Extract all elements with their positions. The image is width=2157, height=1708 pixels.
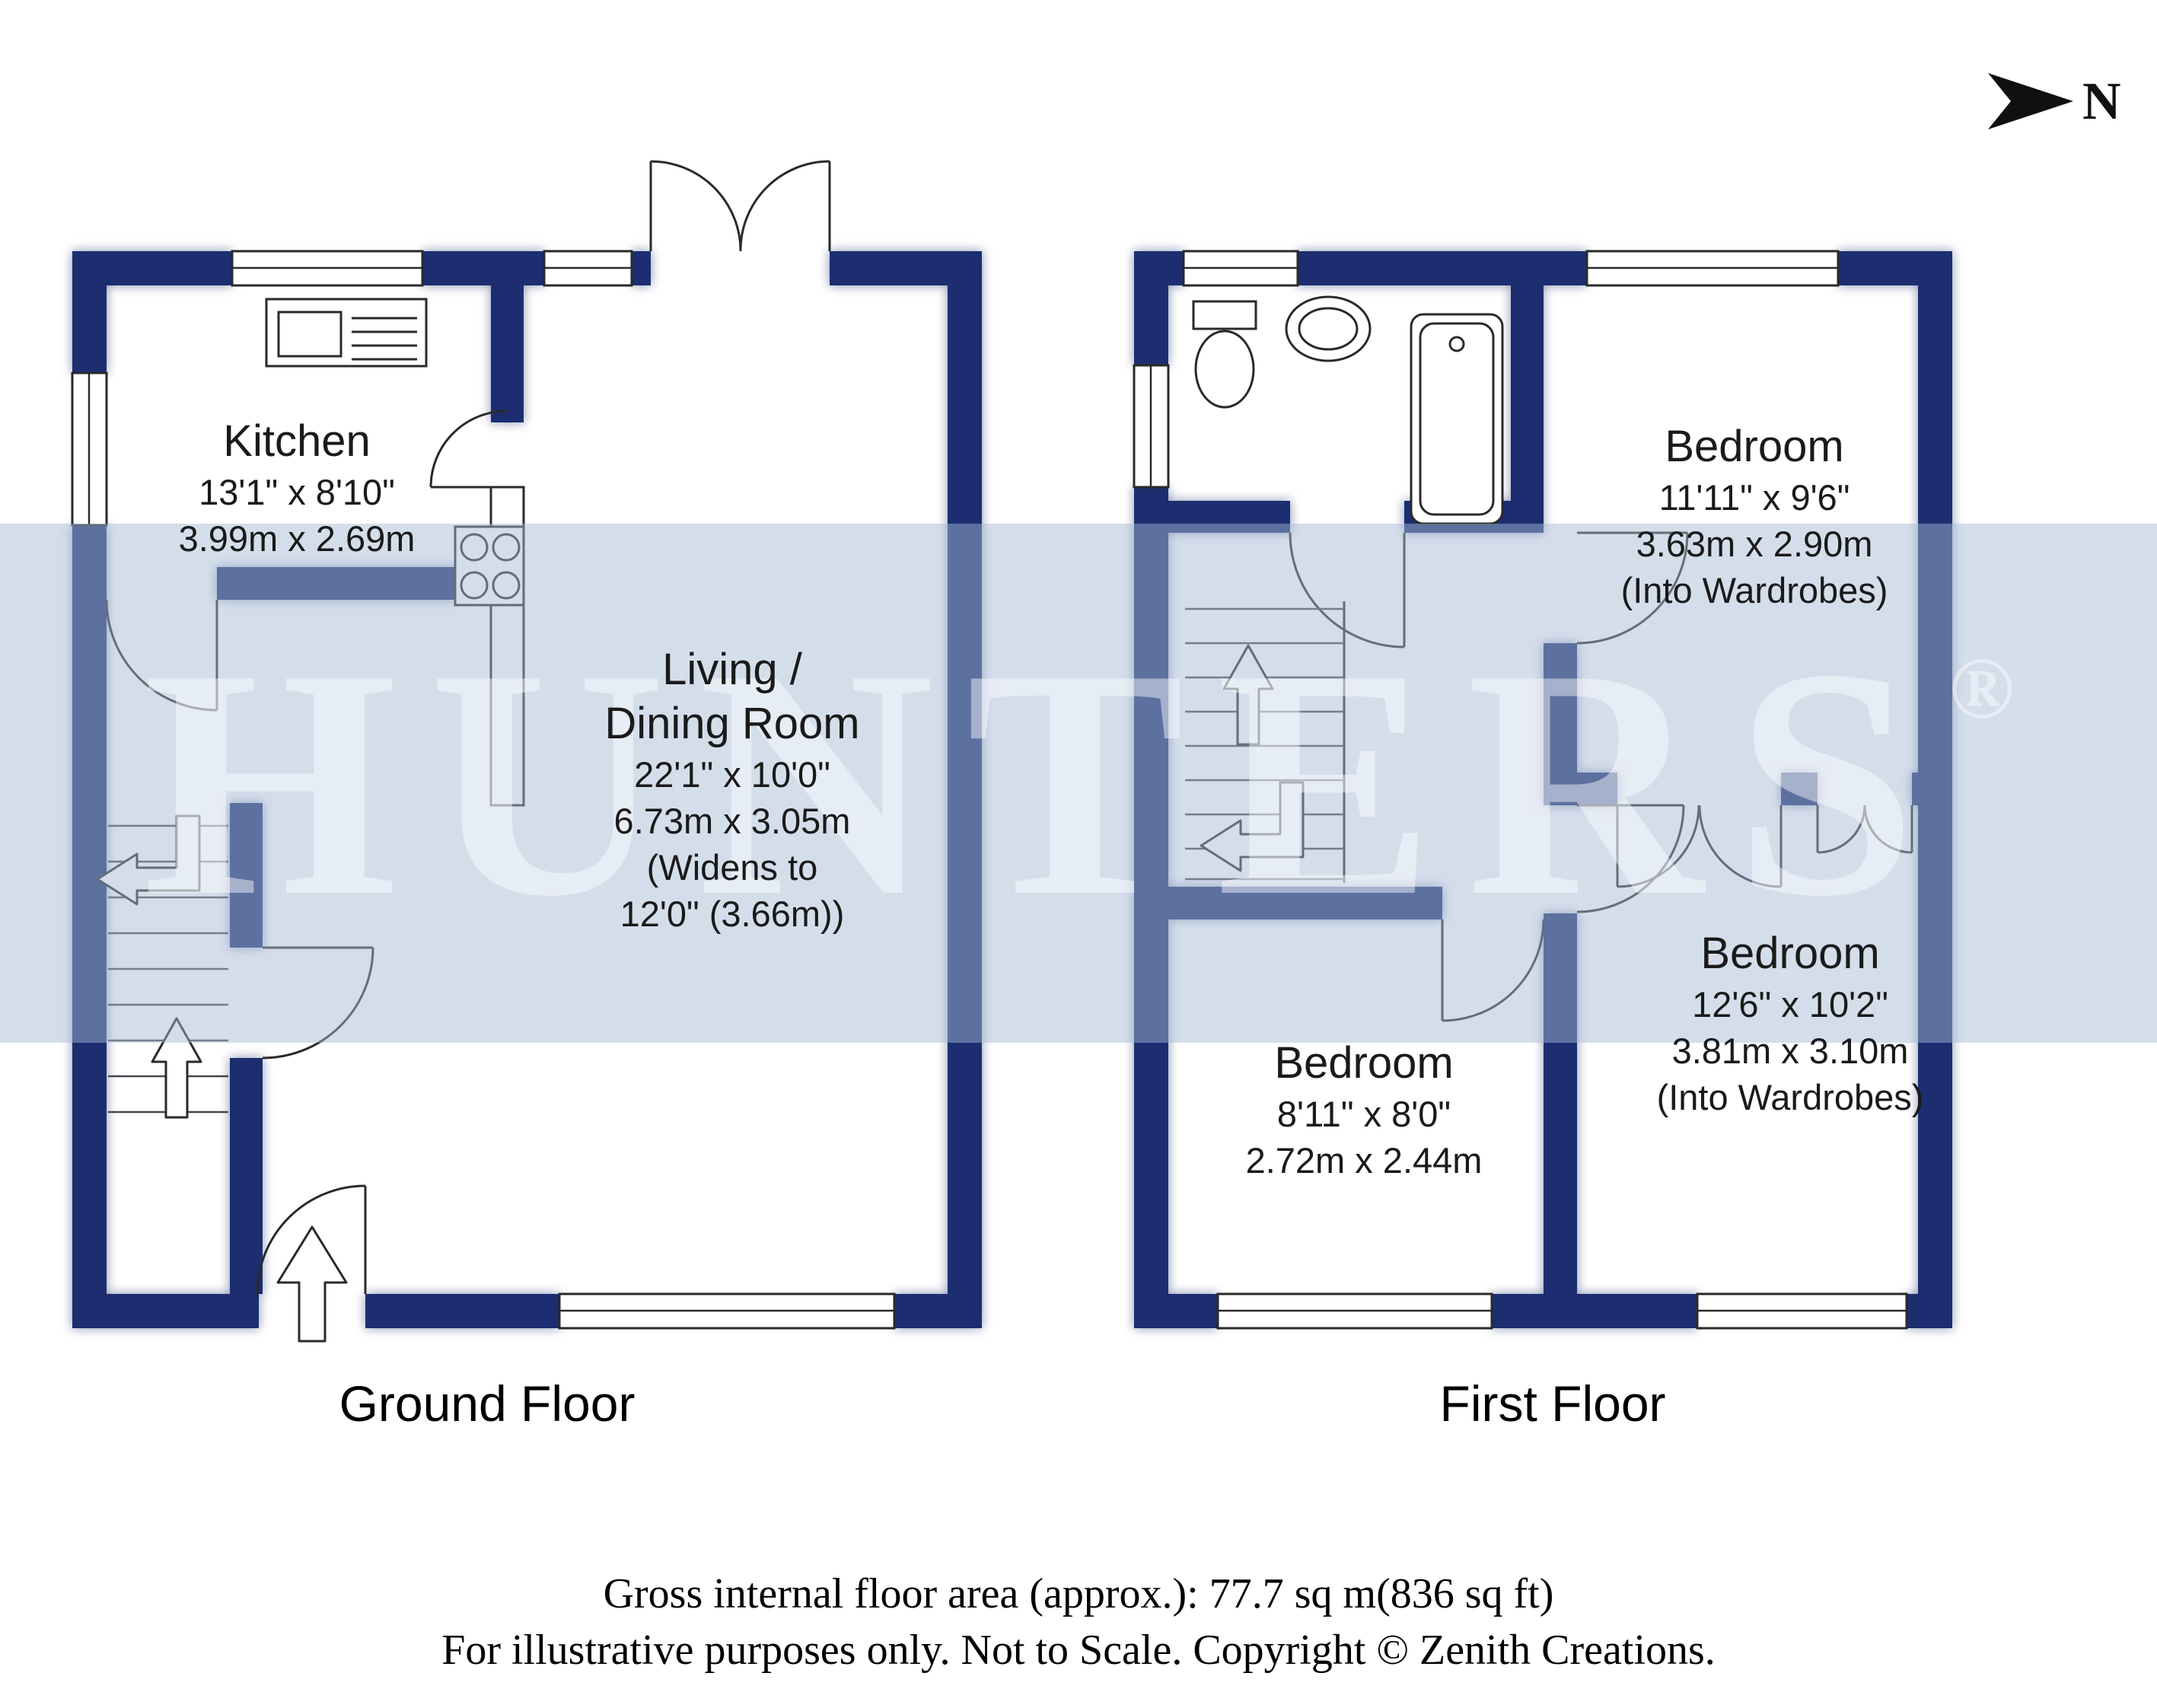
bedroom-right-imperial: 12'6" x 10'2" bbox=[1692, 983, 1888, 1024]
kitchen-name: Kitchen bbox=[223, 416, 371, 466]
footer: Gross internal floor area (approx.): 77.… bbox=[0, 1566, 2157, 1679]
bedroom-top-label: Bedroom 11'11" x 9'6" 3.63m x 2.90m (Int… bbox=[1621, 420, 1888, 613]
living-widens-line1: (Widens to bbox=[646, 846, 818, 887]
ground-doors bbox=[105, 160, 831, 1295]
stairs-turn-arrow-icon bbox=[96, 814, 201, 906]
ground-floor-caption: Ground Floor bbox=[339, 1375, 636, 1432]
first-walls bbox=[1134, 251, 1952, 1328]
north-label: N bbox=[2082, 72, 2121, 131]
bedroom-left-metric: 2.72m x 2.44m bbox=[1245, 1139, 1483, 1181]
hob-icon bbox=[454, 525, 525, 607]
living-name-line1: Living / bbox=[662, 645, 802, 694]
first-windows bbox=[1133, 250, 1908, 1330]
first-floor-plan bbox=[1133, 250, 1952, 1330]
ground-windows bbox=[71, 250, 896, 1330]
living-name-line2: Dining Room bbox=[604, 698, 860, 748]
first-doors bbox=[1289, 531, 1689, 1022]
kitchen-imperial: 13'1" x 8'10" bbox=[199, 471, 395, 512]
first-floor-caption: First Floor bbox=[1439, 1375, 1666, 1432]
footer-disclaimer-line: For illustrative purposes only. Not to S… bbox=[441, 1626, 1716, 1674]
bedroom-top-imperial: 11'11" x 9'6" bbox=[1658, 476, 1850, 518]
kitchen-metric: 3.99m x 2.69m bbox=[178, 518, 416, 559]
bedroom-top-name: Bedroom bbox=[1665, 422, 1844, 471]
kitchen-sink-icon bbox=[265, 298, 428, 368]
living-imperial: 22'1" x 10'0" bbox=[634, 754, 830, 795]
bedroom-right-label: Bedroom 12'6" x 10'2" 3.81m x 3.10m (Int… bbox=[1657, 927, 1924, 1120]
bedroom-left-name: Bedroom bbox=[1274, 1038, 1454, 1088]
bedroom-right-note: (Into Wardrobes) bbox=[1656, 1076, 1924, 1117]
toilet-icon bbox=[1192, 300, 1257, 409]
living-widens-line2: 12'0" (3.66m)) bbox=[620, 893, 845, 934]
bedroom-left-label: Bedroom 8'11" x 8'0" 2.72m x 2.44m bbox=[1246, 1037, 1483, 1184]
entrance-arrow-icon bbox=[276, 1225, 348, 1343]
stairs-up-arrow-icon bbox=[151, 1017, 202, 1119]
living-dining-label: Living / Dining Room 22'1" x 10'0" 6.73m… bbox=[604, 643, 859, 937]
bedroom-top-note: (Into Wardrobes) bbox=[1620, 569, 1888, 610]
wardrobe-doors-icon bbox=[1616, 805, 1913, 888]
basin-icon bbox=[1285, 295, 1372, 362]
bedroom-right-name: Bedroom bbox=[1700, 929, 1880, 978]
ground-floor-plan bbox=[71, 160, 982, 1343]
bedroom-right-metric: 3.81m x 3.10m bbox=[1671, 1030, 1909, 1071]
living-metric: 6.73m x 3.05m bbox=[613, 800, 851, 841]
kitchen-label: Kitchen 13'1" x 8'10" 3.99m x 2.69m bbox=[179, 415, 416, 562]
bath-icon bbox=[1410, 313, 1504, 525]
north-arrow-icon bbox=[1988, 73, 2073, 129]
bedroom-top-metric: 3.63m x 2.90m bbox=[1636, 523, 1873, 564]
ground-walls bbox=[72, 251, 982, 1328]
bedroom-left-imperial: 8'11" x 8'0" bbox=[1276, 1093, 1451, 1134]
stairs-turn-arrow-icon bbox=[1200, 781, 1305, 872]
stairs-up-arrow-icon bbox=[1222, 644, 1274, 746]
footer-area-line: Gross internal floor area (approx.): 77.… bbox=[603, 1570, 1554, 1617]
